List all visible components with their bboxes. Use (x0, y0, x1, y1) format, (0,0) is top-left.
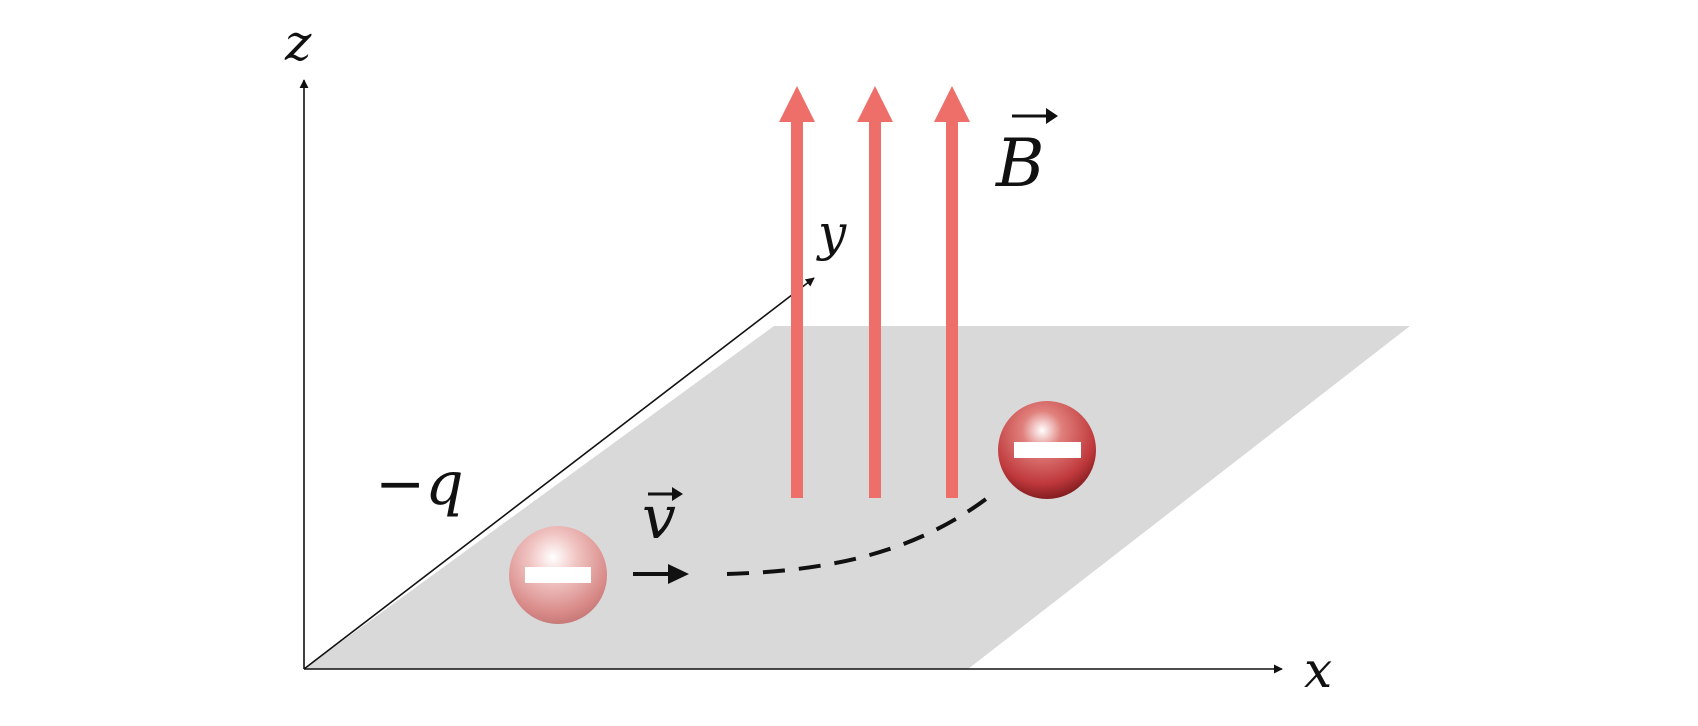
svg-text:B: B (995, 125, 1045, 202)
field-label: B (995, 108, 1058, 202)
magnetic-field-lines (779, 86, 970, 498)
y-axis (303, 277, 815, 670)
velocity-label: v (642, 483, 683, 553)
charge-label: −q (375, 449, 464, 519)
field-arrow-1 (779, 86, 815, 498)
velocity-arrow (633, 564, 689, 584)
field-arrow-3 (934, 86, 970, 498)
charge-initial (509, 526, 607, 624)
x-axis-label: x (1304, 641, 1332, 699)
field-arrow-2 (857, 86, 893, 498)
xy-plane (304, 326, 1410, 669)
charge-final (998, 401, 1096, 499)
minus-sign-icon (525, 567, 591, 583)
z-axis-label: z (284, 14, 312, 72)
y-axis-label: y (816, 204, 847, 262)
minus-sign-icon (1014, 442, 1081, 458)
